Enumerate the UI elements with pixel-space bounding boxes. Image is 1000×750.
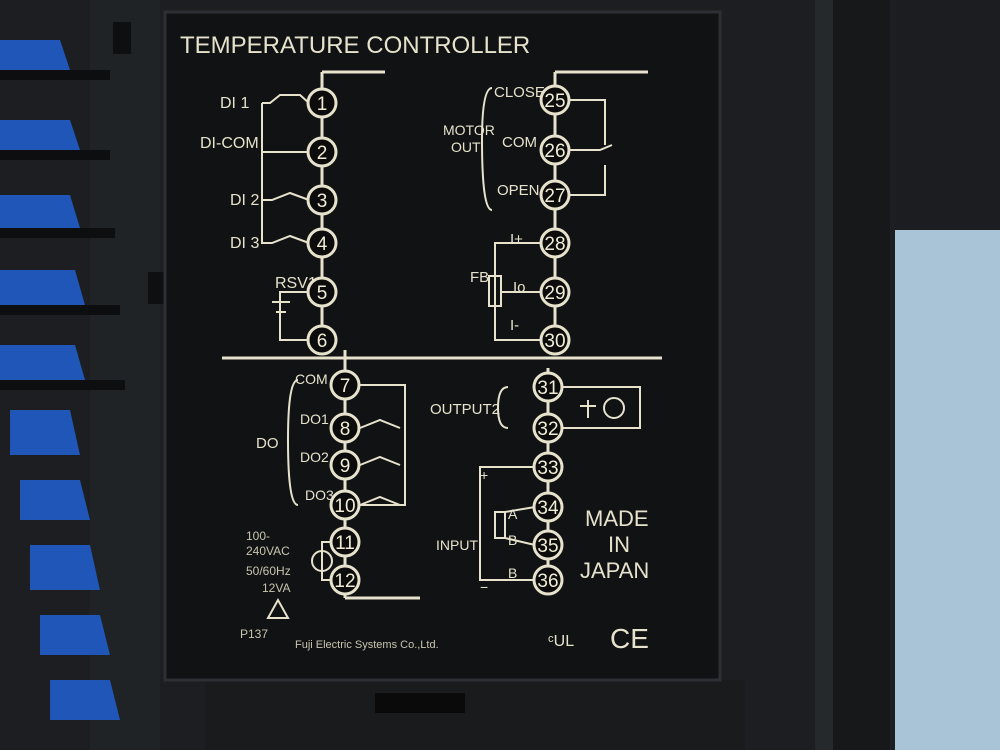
terminal-32: 32 [532, 412, 564, 444]
ce-mark: CE [610, 623, 649, 654]
terminal-8: 8 [329, 412, 361, 444]
terminal-26: 26 [539, 134, 571, 166]
label-panel [163, 10, 722, 682]
svg-text:11: 11 [335, 533, 355, 554]
label-i-o: Io [513, 279, 526, 296]
wall-background [880, 230, 1000, 750]
label-com-do: COM [295, 371, 328, 387]
terminal-4: 4 [306, 227, 338, 259]
svg-text:2: 2 [317, 143, 328, 164]
svg-text:30: 30 [544, 331, 565, 352]
label-minus: − [480, 579, 488, 595]
terminal-36: 36 [532, 564, 564, 596]
manufacturer: Fuji Electric Systems Co.,Ltd. [295, 639, 439, 651]
terminal-9: 9 [329, 449, 361, 481]
label-power-4: 12VA [262, 581, 290, 595]
label-b2: B [508, 565, 517, 581]
terminal-3: 3 [306, 184, 338, 216]
terminal-11: 11 [329, 526, 361, 558]
label-power-3: 50/60Hz [246, 564, 291, 578]
terminal-27: 27 [539, 179, 571, 211]
label-com-motor: COM [502, 134, 537, 151]
svg-text:25: 25 [544, 91, 565, 112]
svg-text:32: 32 [537, 419, 558, 440]
svg-text:5: 5 [317, 283, 328, 304]
terminal-25: 25 [539, 84, 571, 116]
terminal-30: 30 [539, 324, 571, 356]
label-i-minus: I- [510, 317, 519, 334]
warning-icon [266, 597, 290, 619]
svg-text:4: 4 [317, 234, 328, 255]
made-in-line1: MADE [585, 506, 649, 531]
made-in-line2: IN [608, 532, 630, 557]
terminal-33: 33 [532, 451, 564, 483]
panel-title: TEMPERATURE CONTROLLER [180, 32, 530, 59]
label-output2: OUTPUT2 [430, 401, 500, 418]
svg-text:36: 36 [537, 571, 558, 592]
terminal-31: 31 [532, 371, 564, 403]
svg-text:9: 9 [340, 456, 351, 477]
terminal-5: 5 [306, 276, 338, 308]
label-input: INPUT [436, 537, 478, 553]
label-dicom: DI-COM [200, 135, 259, 152]
terminal-6: 6 [306, 324, 338, 356]
label-di2: DI 2 [230, 192, 259, 209]
ul-mark: ᶜUL [548, 633, 574, 650]
label-open: OPEN [497, 182, 540, 199]
terminal-10: 10 [329, 489, 361, 521]
label-do: DO [256, 435, 279, 452]
svg-text:10: 10 [334, 496, 355, 517]
label-do3: DO3 [305, 487, 334, 503]
model-code: P137 [240, 627, 268, 641]
svg-text:27: 27 [544, 186, 565, 207]
label-out: OUT [451, 139, 481, 155]
svg-text:28: 28 [544, 234, 565, 255]
label-di1: DI 1 [220, 95, 249, 112]
svg-text:12: 12 [334, 571, 355, 592]
svg-text:33: 33 [537, 458, 558, 479]
label-do1: DO1 [300, 411, 329, 427]
label-motor: MOTOR [443, 122, 495, 138]
terminal-28: 28 [539, 227, 571, 259]
label-fb: FB [470, 269, 489, 286]
label-di3: DI 3 [230, 235, 259, 252]
svg-text:8: 8 [340, 419, 351, 440]
terminal-34: 34 [532, 491, 564, 523]
bottom-slot [375, 693, 465, 713]
svg-text:31: 31 [537, 378, 558, 399]
svg-text:6: 6 [317, 331, 328, 352]
label-rsv1: RSV1 [275, 275, 317, 292]
terminal-29: 29 [539, 276, 571, 308]
svg-text:26: 26 [544, 141, 565, 162]
svg-text:35: 35 [537, 536, 558, 557]
terminal-12: 12 [329, 564, 361, 596]
label-b1: B [508, 532, 517, 548]
svg-text:29: 29 [544, 283, 565, 304]
label-close: CLOSE [494, 84, 545, 101]
terminal-35: 35 [532, 529, 564, 561]
terminal-7: 7 [329, 369, 361, 401]
svg-text:3: 3 [317, 191, 328, 212]
terminal-clips [0, 40, 125, 720]
svg-text:7: 7 [340, 376, 351, 397]
terminal-1: 1 [306, 87, 338, 119]
made-in-line3: JAPAN [580, 558, 649, 583]
svg-text:1: 1 [317, 94, 328, 115]
label-power-1: 100- [246, 529, 270, 543]
label-power-2: 240VAC [246, 544, 290, 558]
label-i-plus: I+ [510, 231, 523, 248]
svg-text:34: 34 [537, 498, 559, 519]
label-do2: DO2 [300, 449, 329, 465]
label-plus: + [480, 467, 488, 483]
label-a: A [508, 506, 518, 522]
terminal-2: 2 [306, 136, 338, 168]
